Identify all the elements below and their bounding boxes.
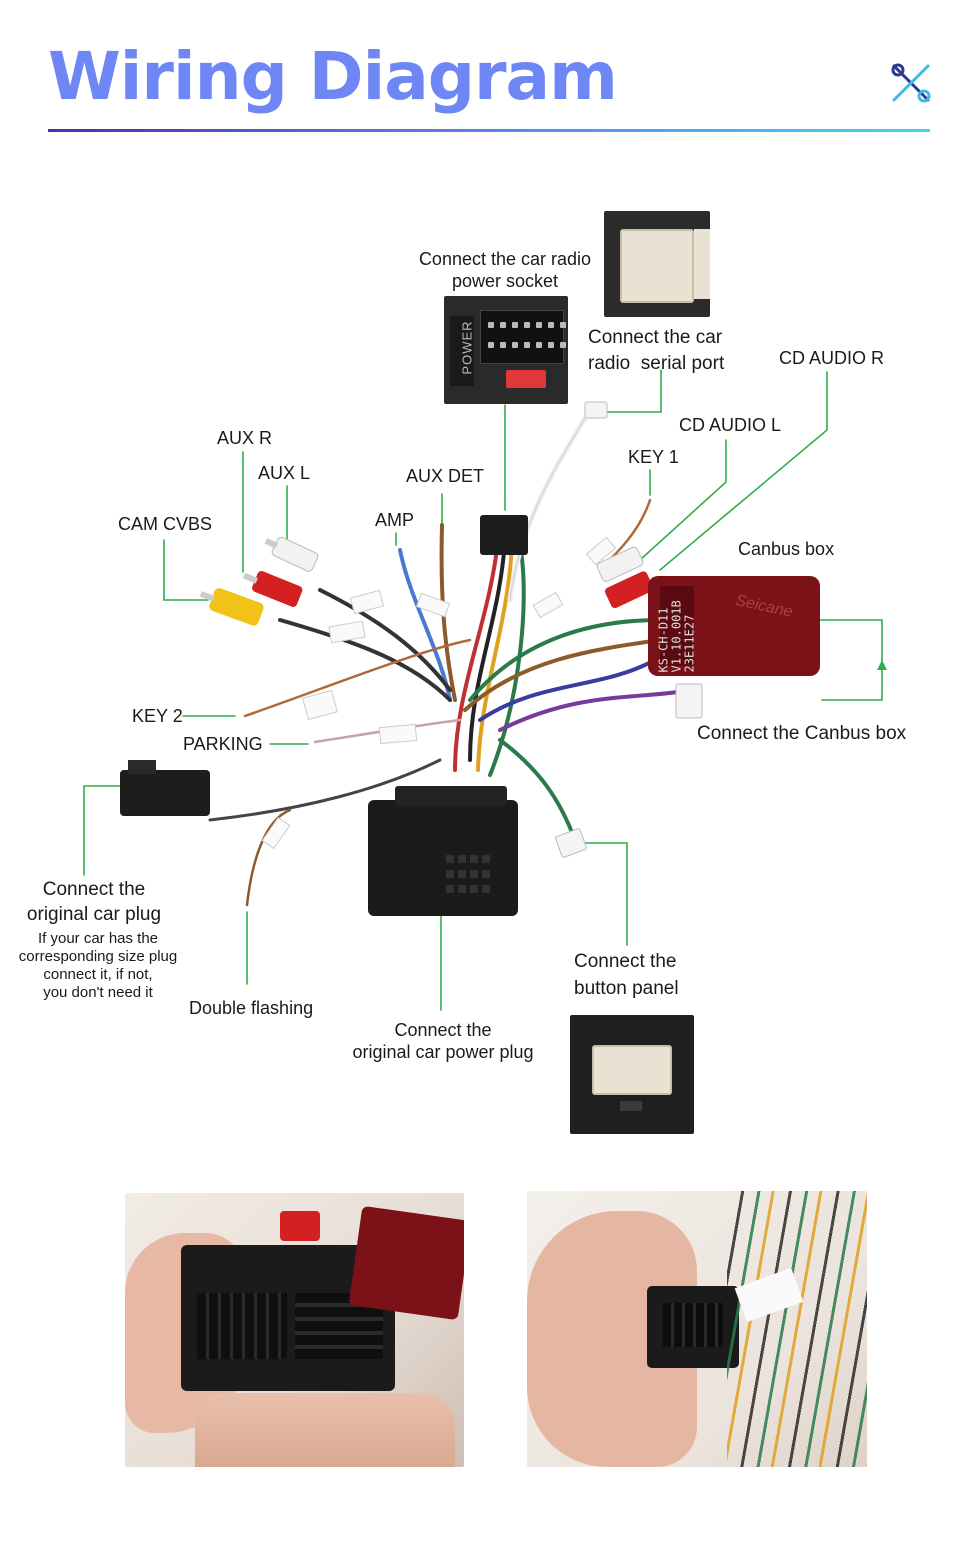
car-plug-closeup-photo <box>527 1191 867 1467</box>
small-connectors <box>555 401 703 858</box>
label-canbus-box: Canbus box <box>738 539 835 559</box>
tools-icon <box>891 63 931 103</box>
power-socket-photo: POWER <box>444 296 568 404</box>
label-double-flashing: Double flashing <box>189 998 314 1018</box>
label-connect-canbus: Connect the Canbus box <box>697 723 907 744</box>
original-car-plug <box>120 760 210 816</box>
page-title: Wiring Diagram <box>48 38 618 115</box>
title-underline <box>48 129 930 132</box>
canbus-model-text: KS-CH-D11 V1.10.001B 23E11E27 <box>656 600 697 673</box>
rca-plugs <box>199 536 654 626</box>
button-panel-photo <box>570 1015 694 1134</box>
label-cd-audio-l: CD AUDIO L <box>679 415 782 435</box>
label-aux-det: AUX DET <box>406 466 485 486</box>
label-key1: KEY 1 <box>628 447 679 467</box>
power-plug-closeup-photo <box>125 1193 464 1467</box>
main-power-plug <box>368 786 518 916</box>
label-parking: PARKING <box>183 734 263 754</box>
canbus-box <box>648 576 820 676</box>
label-cam-cvbs: CAM CVBS <box>118 514 213 534</box>
serial-port-photo <box>604 211 710 317</box>
label-amp: AMP <box>375 510 415 530</box>
harness-top-connector <box>480 515 528 555</box>
label-original-plug: Connect the original car plug <box>26 879 162 925</box>
wire-tags <box>261 536 617 850</box>
label-key2: KEY 2 <box>132 706 183 726</box>
label-original-plug-note: If your car has the corresponding size p… <box>18 930 178 1001</box>
label-cd-audio-r: CD AUDIO R <box>779 348 885 368</box>
label-serial-port: Connect the car radio serial port <box>588 327 725 374</box>
label-button-panel: Connect the button panel <box>574 951 679 999</box>
power-port-label: POWER <box>459 320 475 375</box>
label-aux-r: AUX R <box>217 428 273 448</box>
label-power-socket: Connect the car radio power socket <box>418 249 592 291</box>
label-aux-l: AUX L <box>258 463 311 483</box>
label-power-plug: Connect the original car power plug <box>352 1020 534 1062</box>
